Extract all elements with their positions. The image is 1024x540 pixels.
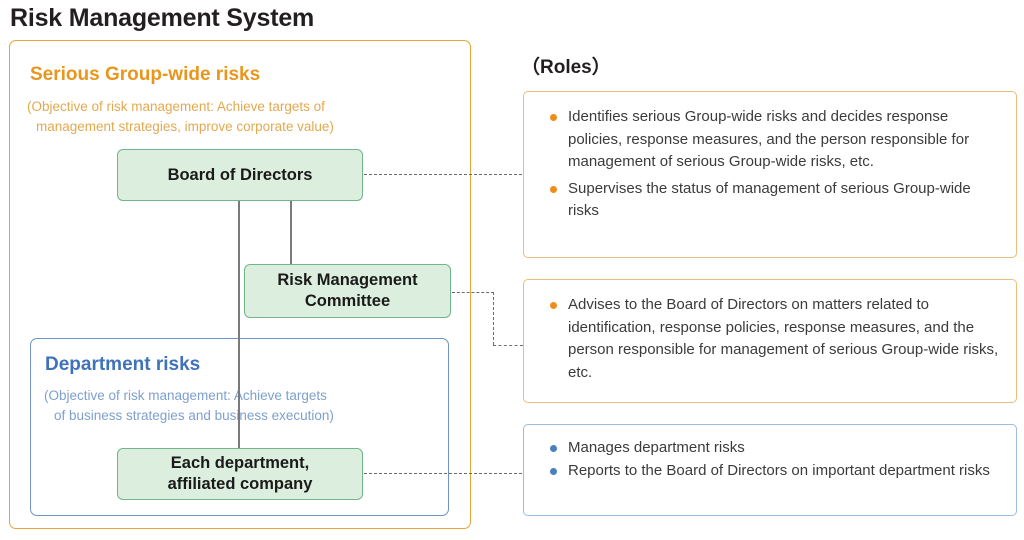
node-board-of-directors[interactable]: Board of Directors (117, 149, 363, 201)
roles-box-risk-management-committee: Advises to the Board of Directors on mat… (523, 279, 1017, 403)
node-each-department[interactable]: Each department,affiliated company (117, 448, 363, 500)
group-wide-risks-heading: Serious Group-wide risks (30, 64, 261, 85)
list-item: Advises to the Board of Directors on mat… (548, 294, 1000, 384)
group-wide-subtitle-line-2: management strategies, improve corporate… (36, 119, 334, 134)
dashed-connector-committee-segment-2 (493, 292, 494, 345)
department-subtitle-line-1: (Objective of risk management: Achieve t… (44, 388, 327, 403)
roles-title: （Roles） (521, 57, 611, 78)
roles-list-each-department: Manages department risks Reports to the … (524, 425, 1016, 482)
list-item: Identifies serious Group-wide risks and … (548, 106, 1000, 174)
list-item: Manages department risks (548, 437, 1000, 460)
connector-board-to-committee (290, 200, 292, 265)
group-wide-risks-subtitle: (Objective of risk management: Achieve t… (27, 97, 417, 137)
dashed-connector-committee-segment-3 (493, 345, 523, 346)
connector-board-to-department (238, 200, 240, 450)
dashed-connector-department-to-roles (364, 473, 522, 474)
group-wide-subtitle-line-1: (Objective of risk management: Achieve t… (27, 99, 325, 114)
dashed-connector-committee-segment-1 (452, 292, 494, 293)
list-item: Reports to the Board of Directors on imp… (548, 460, 1000, 483)
department-risks-heading: Department risks (45, 354, 201, 375)
list-item: Supervises the status of management of s… (548, 178, 1000, 223)
department-subtitle-line-2: of business strategies and business exec… (54, 408, 334, 423)
dashed-connector-board-to-roles (364, 174, 522, 175)
department-risks-subtitle: (Objective of risk management: Achieve t… (44, 386, 404, 426)
roles-list-board-of-directors: Identifies serious Group-wide risks and … (524, 92, 1016, 223)
roles-list-risk-management-committee: Advises to the Board of Directors on mat… (524, 280, 1016, 384)
roles-box-board-of-directors: Identifies serious Group-wide risks and … (523, 91, 1017, 258)
roles-box-each-department: Manages department risks Reports to the … (523, 424, 1017, 516)
page-title: Risk Management System (10, 4, 315, 32)
